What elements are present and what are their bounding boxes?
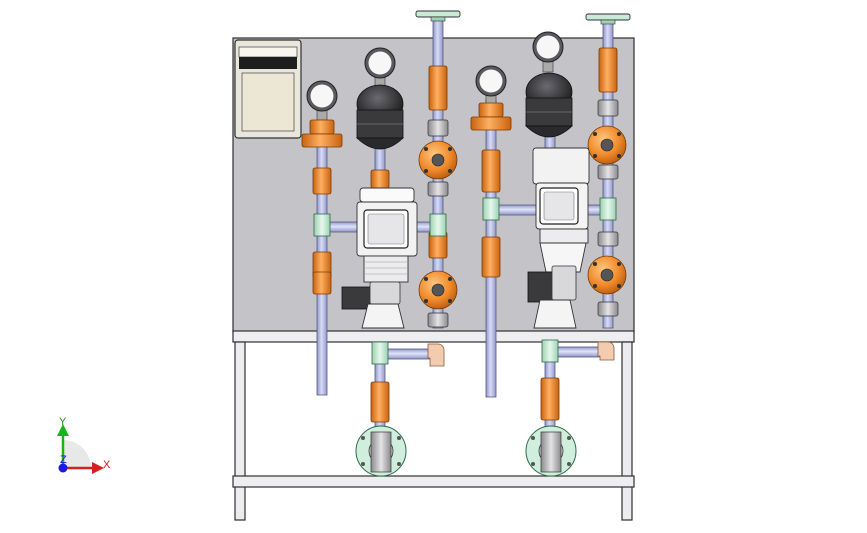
top-flange-right [585, 13, 631, 25]
ball-valve-3 [587, 125, 627, 165]
z-axis-label: Z [60, 454, 67, 466]
metering-pump-1 [341, 187, 418, 329]
support-frame [232, 330, 635, 521]
control-box [234, 39, 302, 139]
ball-valve-4 [587, 255, 627, 295]
pressure-gauge-4 [532, 31, 564, 73]
y-axis-label: Y [59, 416, 67, 428]
ball-valve-1 [418, 140, 458, 180]
z-axis-dot [58, 463, 68, 473]
ball-valve-2 [418, 270, 458, 310]
coordinate-triad: Y X Z [57, 416, 111, 474]
bottom-flange-valve-1 [355, 425, 407, 477]
bottom-flange-valve-2 [525, 425, 577, 477]
pulsation-dampener-1 [356, 84, 404, 150]
x-axis-label: X [103, 459, 111, 471]
top-flange-left [415, 10, 461, 22]
pressure-gauge-2 [364, 47, 396, 89]
gauge-guard-2 [470, 102, 512, 131]
pipe-unions [312, 47, 618, 423]
metering-pump-2 [527, 147, 590, 329]
pressure-gauge-3 [475, 65, 507, 107]
pulsation-dampener-2 [525, 72, 573, 138]
gauge-guard-1 [301, 119, 343, 148]
elbow-fittings [427, 341, 615, 367]
union-nuts [427, 99, 619, 328]
tee-fittings [313, 197, 617, 365]
